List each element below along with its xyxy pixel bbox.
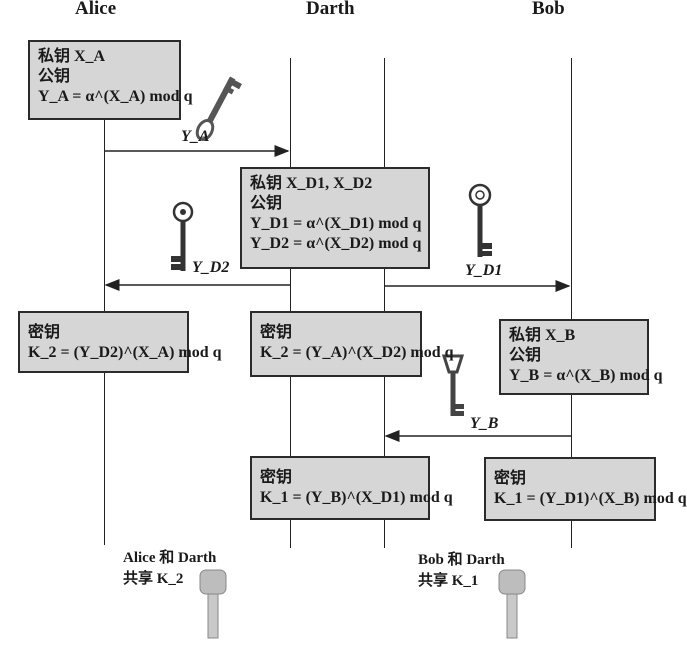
message-label-ya: Y_A xyxy=(181,128,209,146)
darth-secret-k2-label: 密钥 xyxy=(260,324,293,341)
skeleton-key-icon xyxy=(441,354,465,416)
bob-public-formula: Y_B = α^(X_B) mod q xyxy=(509,367,663,384)
message-text-yb: Y_B xyxy=(470,415,499,432)
darth-secret-k1-box: 密钥 K_1 = (Y_B)^(X_D1) mod q xyxy=(250,456,453,520)
bob-darth-shared-line2: 共享 K_1 xyxy=(418,573,479,589)
bob-secret-formula: K_1 = (Y_D1)^(X_B) mod q xyxy=(494,490,687,507)
bob-darth-shared-line1: Bob 和 Darth xyxy=(418,552,505,568)
alice-secret-formula: K_2 = (Y_D2)^(X_A) mod q xyxy=(28,344,222,361)
door-key-icon xyxy=(199,569,227,639)
message-label-yb: Y_B xyxy=(470,415,498,433)
bob-private-key: 私钥 X_B xyxy=(509,327,576,344)
message-label-yd1: Y_D1 xyxy=(465,262,502,280)
door-key-icon xyxy=(498,569,526,639)
bob-heading: Bob xyxy=(532,0,565,19)
alice-private-key: 私钥 X_A xyxy=(38,48,106,65)
bob-secret-label: 密钥 xyxy=(494,470,527,487)
darth-secret-k1-formula: K_1 = (Y_B)^(X_D1) mod q xyxy=(260,489,453,506)
alice-public-label: 公钥 xyxy=(38,68,71,85)
alice-darth-shared-caption: Alice 和 Darth 共享 K_2 xyxy=(123,548,216,590)
darth-lifeline-left xyxy=(290,58,291,548)
ornate-key-icon xyxy=(468,183,492,257)
darth-heading: Darth xyxy=(306,0,355,19)
message-text-yd1: Y_D1 xyxy=(465,262,503,279)
darth-secret-k2-formula: K_2 = (Y_A)^(X_D2) mod q xyxy=(260,344,454,361)
message-text-yd2: Y_D2 xyxy=(192,259,230,276)
darth-secret-k2-box: 密钥 K_2 = (Y_A)^(X_D2) mod q xyxy=(250,311,454,377)
alice-secret-label: 密钥 xyxy=(28,324,61,341)
alice-public-formula: Y_A = α^(X_A) mod q xyxy=(38,88,193,105)
alice-darth-shared-line2: 共享 K_2 xyxy=(123,571,184,587)
bob-secret-box: 密钥 K_1 = (Y_D1)^(X_B) mod q xyxy=(484,457,687,521)
darth-public-label: 公钥 xyxy=(250,195,283,212)
darth-private-keys: 私钥 X_D1, X_D2 xyxy=(250,175,373,192)
darth-lifeline-right xyxy=(384,58,385,548)
message-text-ya: Y_A xyxy=(181,128,210,145)
skeleton-key-icon xyxy=(195,76,242,141)
darth-public-formula-1: Y_D1 = α^(X_D1) mod q xyxy=(250,215,422,232)
alice-darth-shared-line1: Alice 和 Darth xyxy=(123,550,217,566)
bob-lifeline xyxy=(571,58,572,548)
bob-key-box: 私钥 X_B 公钥 Y_B = α^(X_B) mod q xyxy=(499,319,663,395)
bob-public-label: 公钥 xyxy=(509,347,542,364)
darth-public-formula-2: Y_D2 = α^(X_D2) mod q xyxy=(250,235,422,252)
darth-secret-k1-label: 密钥 xyxy=(260,469,293,486)
message-label-yd2: Y_D2 xyxy=(192,259,229,277)
darth-key-box: 私钥 X_D1, X_D2 公钥 Y_D1 = α^(X_D1) mod q Y… xyxy=(240,167,430,269)
ornate-key-icon xyxy=(171,201,194,271)
alice-heading: Alice xyxy=(75,0,117,19)
bob-darth-shared-caption: Bob 和 Darth 共享 K_1 xyxy=(418,550,505,592)
alice-key-box: 私钥 X_A 公钥 Y_A = α^(X_A) mod q xyxy=(28,40,193,120)
alice-secret-box: 密钥 K_2 = (Y_D2)^(X_A) mod q xyxy=(18,311,222,373)
